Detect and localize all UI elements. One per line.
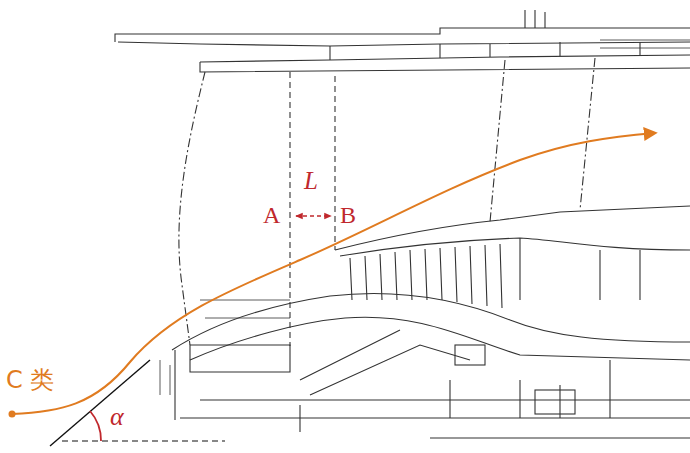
point-label: A	[261, 202, 282, 228]
inlet-cone-line	[50, 360, 150, 446]
dimension-arrow	[296, 215, 331, 216]
dimension-label: L	[302, 167, 320, 195]
particle-trajectory	[12, 133, 655, 414]
trajectory-class-label: C 类	[4, 367, 56, 393]
point-label: B	[338, 202, 358, 228]
axis-baseline	[62, 440, 225, 441]
engine-outline	[115, 10, 690, 438]
trajectory-start-dot	[9, 411, 16, 418]
angle-label: α	[108, 403, 126, 432]
angle-arc	[90, 411, 101, 441]
